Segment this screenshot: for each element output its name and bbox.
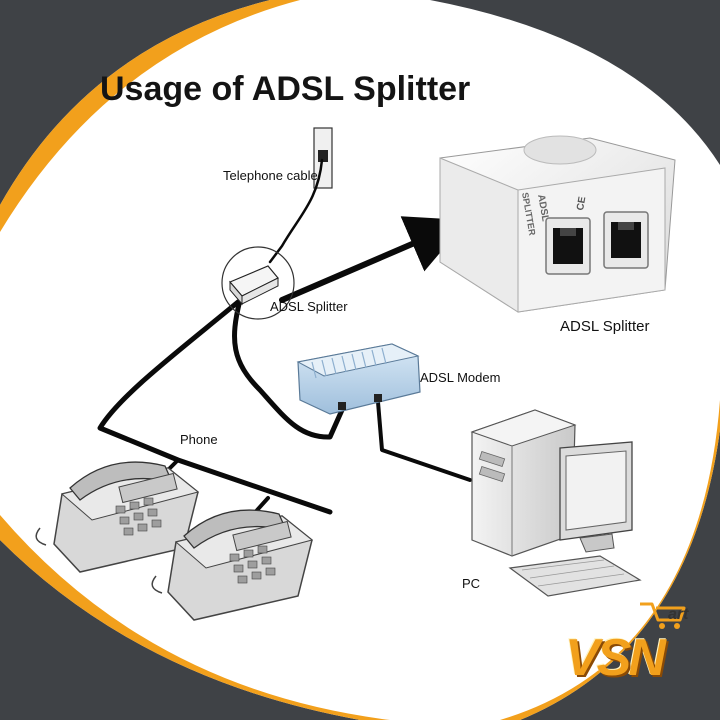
telephone-1 <box>35 461 200 573</box>
corner-decoration-bottom-left <box>0 515 390 720</box>
label-adsl-splitter-small: ADSL Splitter <box>270 299 348 314</box>
diagram-title: Usage of ADSL Splitter <box>100 70 471 108</box>
label-adsl-splitter-large: ADSL Splitter <box>560 318 650 335</box>
modem-pc-cable <box>376 400 472 482</box>
pointer-arrow <box>279 216 468 303</box>
phone-cable <box>97 299 333 515</box>
logo-subtext: art <box>668 606 689 623</box>
corner-decoration-top-right <box>430 0 720 165</box>
label-pc: PC <box>462 576 481 591</box>
adsl-modem <box>296 343 421 415</box>
pc-computer <box>470 409 642 597</box>
cables <box>97 158 472 520</box>
device-adsl-word: ADSL <box>535 194 551 223</box>
large-splitter: CE ADSL SPLITTER <box>439 135 676 313</box>
zoom-circle <box>221 246 295 320</box>
telephone-cable-line <box>268 158 324 264</box>
corner-decoration-bottom-right <box>500 400 720 720</box>
modem-cable <box>232 297 345 440</box>
wall-jack <box>313 127 333 189</box>
logo-cart-icon <box>640 602 686 629</box>
device-ce-mark: CE <box>575 196 588 212</box>
label-adsl-modem: ADSL Modem <box>420 370 501 385</box>
label-phone: Phone <box>180 432 218 447</box>
logo-wordmark: VSN <box>565 629 666 687</box>
label-telephone-cable: Telephone cable <box>223 168 318 183</box>
telephone-2 <box>151 509 314 621</box>
small-splitter <box>229 265 279 306</box>
corner-decoration-top-left <box>0 0 300 232</box>
